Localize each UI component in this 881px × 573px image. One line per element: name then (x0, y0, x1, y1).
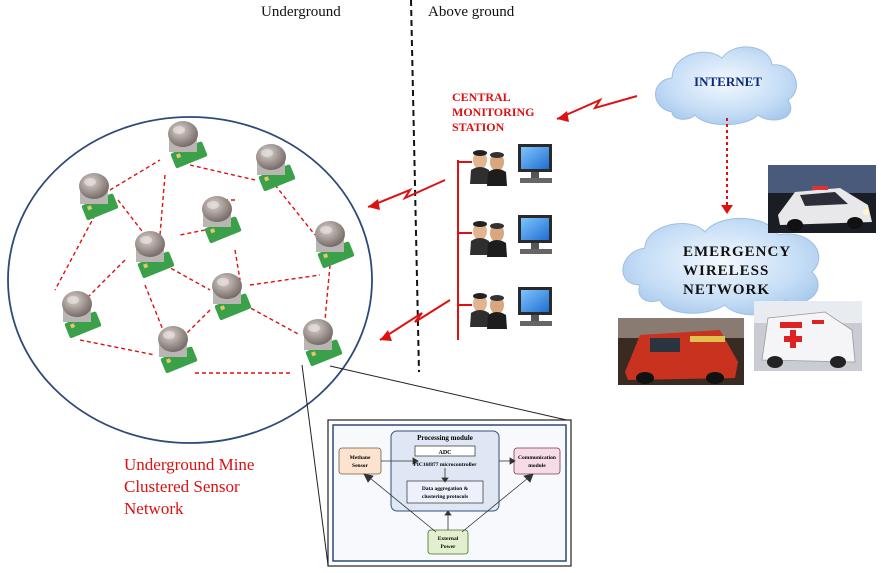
sensor-node (158, 326, 198, 374)
methane-sensor-label: Methane (350, 455, 371, 461)
emergency-label-line: WIRELESS (683, 263, 770, 279)
ground-divider-line (410, 0, 420, 373)
police-car-photo (768, 165, 876, 233)
emergency-label-line: EMERGENCY (683, 244, 792, 260)
mcu-label: PIC16f877 microcontroller (413, 462, 477, 468)
zoom-line (301, 364, 329, 566)
sensor-node (79, 173, 119, 221)
fire-truck-photo (618, 318, 744, 385)
sensor-node (62, 291, 102, 339)
adc-box (414, 445, 476, 457)
monitoring-bus (457, 160, 472, 340)
processing-module-title: Processing module (417, 434, 473, 442)
external-power-box (427, 529, 469, 555)
external-power-label: External (438, 536, 459, 542)
communication-module-box (513, 447, 561, 475)
cluster-label-line: Underground Mine (124, 455, 255, 474)
ambulance-photo (754, 301, 862, 371)
cluster-network-label: Underground Mine Clustered Sensor Networ… (124, 454, 254, 520)
wireless-link-icon (379, 299, 451, 341)
workstation-icon (470, 215, 552, 257)
workstation-icon (470, 287, 552, 329)
station-label-line: STATION (452, 120, 505, 134)
internet-cloud (655, 46, 798, 126)
station-label-line: CENTRAL (452, 90, 511, 104)
sensor-node (202, 196, 242, 244)
cluster-label-line: Clustered Sensor (124, 477, 240, 496)
internet-to-emergency-link (721, 118, 733, 214)
sensor-node (303, 319, 343, 367)
module-diagram: Processing module ADC PIC16f877 microcon… (327, 419, 572, 567)
communication-module-label: module (528, 463, 546, 469)
cluster-label-line: Network (124, 499, 184, 518)
data-aggregation-label: Data aggregation & (422, 486, 469, 492)
wireless-link-icon (367, 179, 446, 210)
communication-module-label: Communication (518, 455, 556, 461)
mine-cluster-ellipse (7, 116, 373, 444)
emergency-network-label: EMERGENCY WIRELESS NETWORK (683, 243, 791, 300)
adc-label: ADC (439, 450, 452, 456)
sensor-node (168, 121, 208, 169)
workstation-icon (470, 144, 552, 186)
sensor-node (256, 144, 296, 192)
methane-sensor-box (338, 447, 382, 475)
sensor-node (315, 221, 355, 269)
external-power-label: Power (441, 544, 457, 550)
emergency-label-line: NETWORK (683, 282, 771, 298)
internet-label: INTERNET (694, 74, 762, 89)
emergency-network-cloud (622, 218, 820, 316)
sensor-node (135, 231, 175, 279)
above-ground-heading: Above ground (428, 4, 515, 20)
central-monitoring-station-label: CENTRAL MONITORING STATION (452, 90, 534, 135)
wireless-link-icon (556, 95, 638, 122)
zoom-line (329, 365, 572, 422)
data-aggregation-label: clustering protocols (422, 494, 468, 500)
underground-heading: Underground (261, 4, 341, 20)
station-label-line: MONITORING (452, 105, 535, 119)
methane-sensor-label: Sensor (352, 463, 368, 469)
sensor-node (212, 273, 252, 321)
